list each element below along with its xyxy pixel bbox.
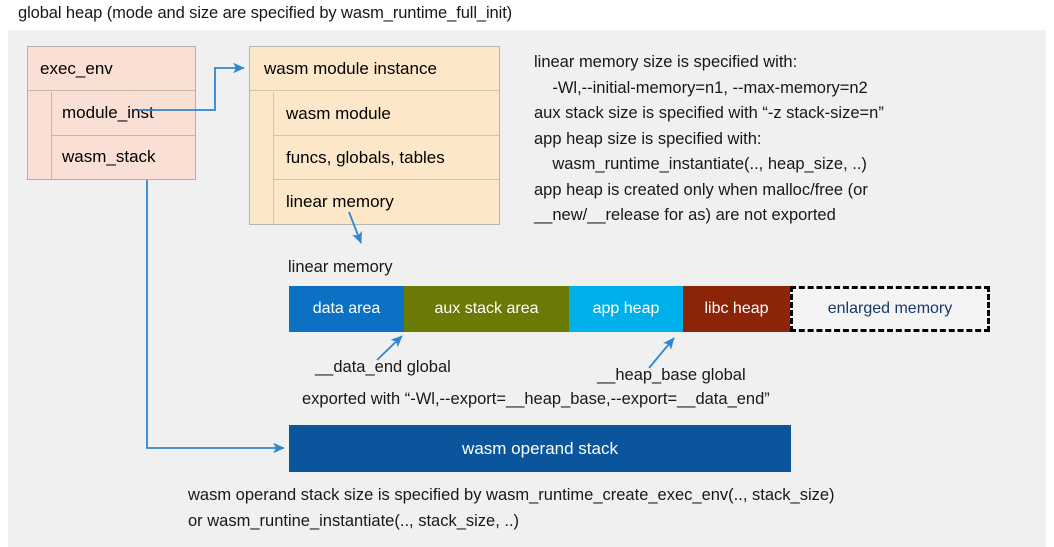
exec-env-header: exec_env bbox=[28, 47, 195, 91]
linear-memory-label: linear memory bbox=[288, 258, 393, 276]
wasm-operand-stack-box: wasm operand stack bbox=[289, 425, 791, 472]
module-instance-row-funcs-globals-tables: funcs, globals, tables bbox=[274, 136, 499, 180]
annotation-data-end: __data_end global bbox=[315, 358, 451, 376]
module-instance-body: wasm module funcs, globals, tables linea… bbox=[250, 92, 499, 224]
memory-segment-enlarged-memory: enlarged memory bbox=[790, 286, 990, 332]
exec-env-rows: module_inst wasm_stack bbox=[52, 92, 195, 179]
wasm-module-instance-box: wasm module instance wasm module funcs, … bbox=[249, 46, 500, 225]
linear-memory-note: linear memory size is specified with: -W… bbox=[534, 53, 884, 224]
annotation-exported: exported with “-Wl,--export=__heap_base,… bbox=[302, 390, 770, 408]
memory-segment-app-heap: app heap bbox=[569, 286, 683, 332]
exec-env-row-wasm-stack: wasm_stack bbox=[62, 147, 156, 167]
module-instance-gutter bbox=[250, 92, 274, 224]
exec-env-body: module_inst wasm_stack bbox=[28, 92, 195, 179]
linear-memory-bar: data area aux stack area app heap libc h… bbox=[289, 286, 990, 332]
module-instance-row-linear-memory: linear memory bbox=[286, 192, 394, 211]
memory-segment-data-area: data area bbox=[289, 286, 404, 332]
module-instance-rows: wasm module funcs, globals, tables linea… bbox=[274, 92, 499, 224]
memory-segment-aux-stack-area: aux stack area bbox=[404, 286, 569, 332]
operand-stack-note: wasm operand stack size is specified by … bbox=[188, 486, 835, 530]
module-instance-header: wasm module instance bbox=[250, 47, 499, 91]
exec-env-row-module-inst: module_inst bbox=[52, 92, 195, 136]
module-instance-row-wasm-module: wasm module bbox=[274, 92, 499, 136]
annotation-heap-base: __heap_base global bbox=[597, 366, 746, 384]
memory-segment-libc-heap: libc heap bbox=[683, 286, 790, 332]
page-title: global heap (mode and size are specified… bbox=[18, 4, 513, 22]
exec-env-box: exec_env module_inst wasm_stack bbox=[27, 46, 196, 180]
exec-env-gutter bbox=[28, 92, 52, 179]
